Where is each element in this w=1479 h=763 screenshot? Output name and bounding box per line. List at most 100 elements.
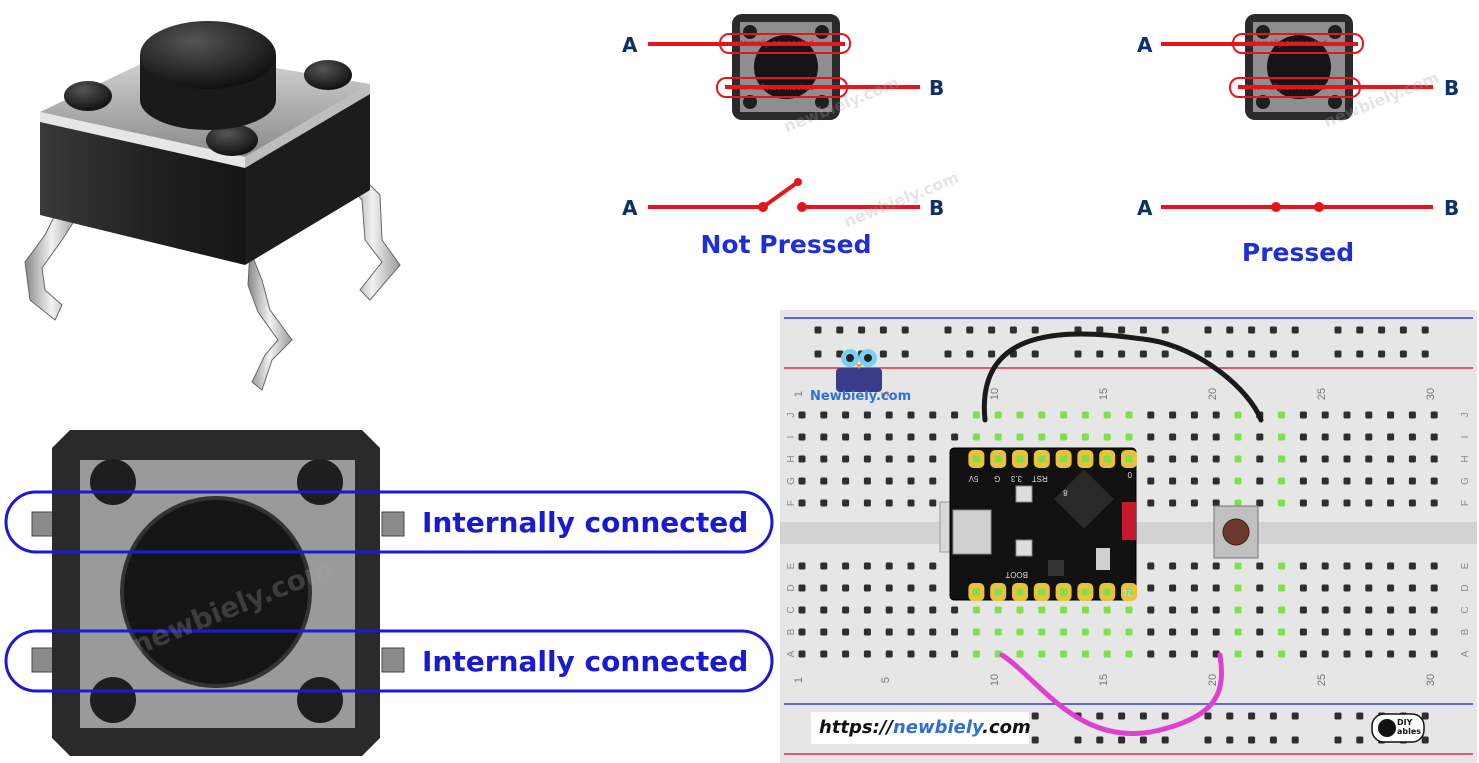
breadboard-hole [1016, 606, 1024, 614]
rail-hole [944, 350, 952, 358]
breadboard-hole [1278, 650, 1286, 658]
leg-left [24, 204, 79, 321]
breadboard-hole [1387, 606, 1395, 614]
breadboard-hole [1343, 562, 1351, 570]
breadboard-hole [1365, 584, 1373, 592]
breadboard-hole [1299, 584, 1307, 592]
breadboard-hole [1103, 650, 1111, 658]
breadboard-hole [1365, 650, 1373, 658]
breadboard-hole [798, 477, 806, 485]
row-label: B [786, 628, 797, 635]
small-callout-oval [716, 77, 848, 98]
rail-hole [1291, 712, 1299, 720]
breadboard-hole [1234, 433, 1242, 441]
breadboard-hole [820, 628, 828, 636]
breadboard-hole [1299, 477, 1307, 485]
breadboard-hole [1278, 499, 1286, 507]
rail-hole [1204, 350, 1212, 358]
pin [381, 647, 405, 673]
rail-hole [1378, 350, 1386, 358]
rail-hole [1118, 326, 1126, 334]
row-label: D [786, 584, 797, 591]
breadboard-hole [1169, 455, 1177, 463]
rst-button [1015, 485, 1033, 503]
breadboard-hole [907, 584, 915, 592]
breadboard-hole [798, 455, 806, 463]
breadboard-hole [1169, 650, 1177, 658]
column-label: 20 [1207, 674, 1219, 686]
breadboard-hole [842, 628, 850, 636]
breadboard-hole [842, 499, 850, 507]
rail-hole [1334, 350, 1342, 358]
breadboard-hole [1430, 477, 1438, 485]
breadboard-hole [1147, 562, 1155, 570]
breadboard-hole [951, 650, 959, 658]
breadboard-hole [929, 584, 937, 592]
breadboard-hole [1365, 411, 1373, 419]
breadboard-hole [1365, 433, 1373, 441]
breadboard-hole [1190, 584, 1198, 592]
state-label-pressed: Pressed [1241, 238, 1355, 267]
breadboard-hole [1103, 606, 1111, 614]
rail-hole [1226, 712, 1234, 720]
rail-hole [1291, 736, 1299, 744]
breadboard-hole [1234, 562, 1242, 570]
breadboard-hole [798, 584, 806, 592]
breadboard-hole [1234, 477, 1242, 485]
jumper-wire-black [981, 331, 1264, 423]
row-label: H [1460, 455, 1471, 462]
breadboard-hole [1234, 455, 1242, 463]
rail-hole [1139, 350, 1147, 358]
breadboard-hole [1212, 499, 1220, 507]
corner-bump [297, 459, 343, 505]
breadboard-hole [1343, 628, 1351, 636]
breadboard-hole [1169, 628, 1177, 636]
breadboard-hole [1256, 628, 1264, 636]
breadboard-hole [1147, 628, 1155, 636]
breadboard-hole [1147, 499, 1155, 507]
breadboard-hole [1234, 606, 1242, 614]
state-label-not-pressed: Not Pressed [700, 230, 872, 259]
corner-bump [304, 60, 352, 90]
breadboard-hole [907, 477, 915, 485]
breadboard-hole [1365, 628, 1373, 636]
column-label: 30 [1425, 388, 1437, 400]
corner-bump [90, 677, 136, 723]
breadboard-hole [1016, 433, 1024, 441]
breadboard-hole [972, 411, 980, 419]
column-label: 15 [1098, 674, 1110, 686]
row-label: F [786, 500, 797, 506]
column-label: 30 [1425, 674, 1437, 686]
breadboard-hole [1169, 433, 1177, 441]
breadboard-hole [994, 628, 1002, 636]
diyables-logo [1371, 713, 1425, 743]
breadboard-hole [863, 606, 871, 614]
breadboard-hole [1147, 584, 1155, 592]
board-silk-label: 3.3 [1010, 474, 1022, 483]
rail-hole [1139, 326, 1147, 334]
breadboard-hole [1278, 606, 1286, 614]
breadboard-hole [1060, 606, 1068, 614]
breadboard-hole [1169, 499, 1177, 507]
breadboard-hole [798, 411, 806, 419]
callout-bottom-label: Internally connected [422, 645, 749, 678]
breadboard-hole [842, 584, 850, 592]
rail-hole [1248, 712, 1256, 720]
breadboard-hole [1256, 584, 1264, 592]
breadboard-hole [842, 562, 850, 570]
website-url[interactable]: https://newbiely.com [811, 712, 1031, 744]
column-label: 5 [880, 677, 892, 683]
rail-hole [1399, 350, 1407, 358]
breadboard-hole [820, 411, 828, 419]
boot-button [1015, 539, 1033, 557]
breadboard-hole [798, 562, 806, 570]
rail-hole [879, 350, 887, 358]
rail-hole [1421, 736, 1429, 744]
breadboard-hole [1256, 606, 1264, 614]
rail-hole [1161, 326, 1169, 334]
breadboard-hole [1278, 433, 1286, 441]
corner-bump [297, 677, 343, 723]
rail-hole [901, 350, 909, 358]
breadboard-hole [885, 650, 893, 658]
